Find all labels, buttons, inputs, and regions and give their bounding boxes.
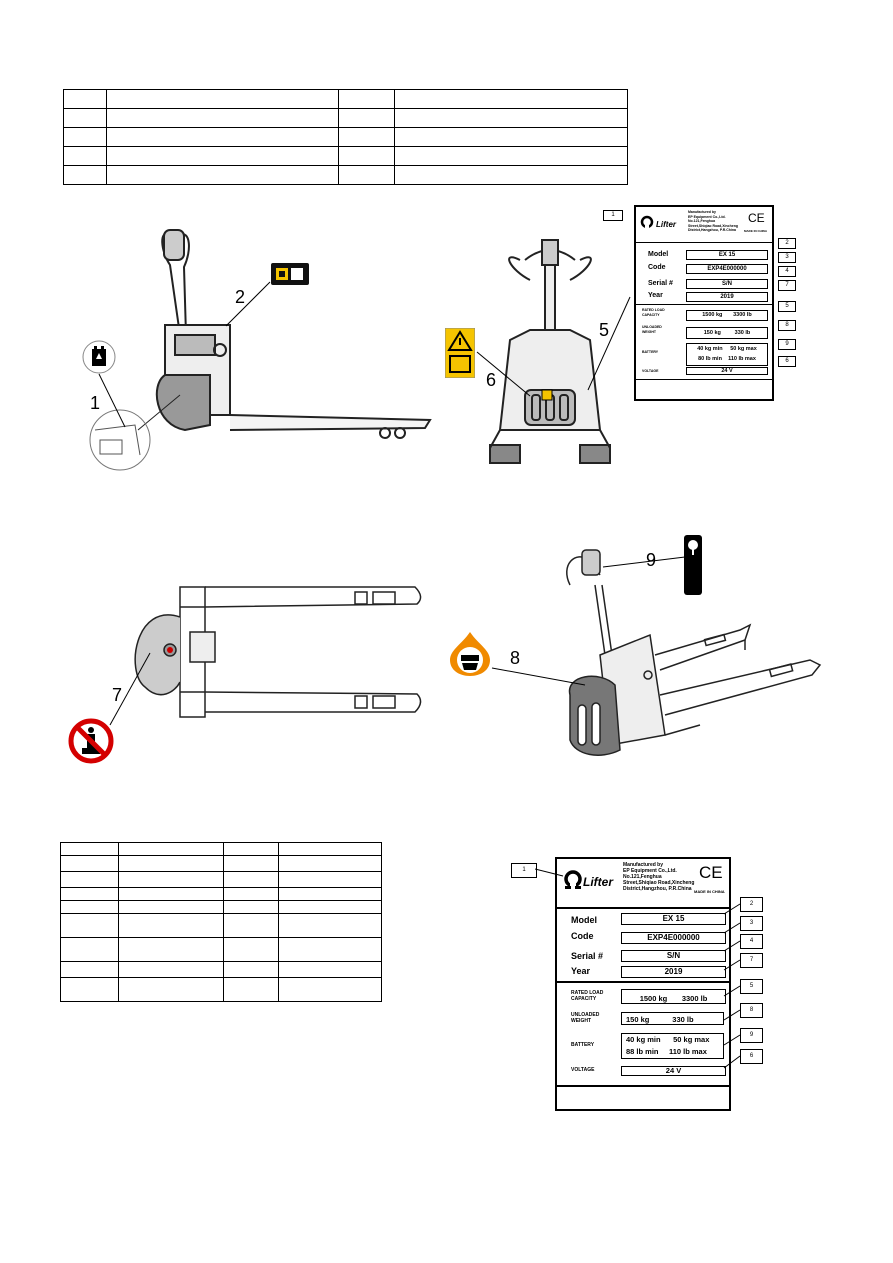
- pinch-hazard-icon: [450, 632, 490, 676]
- figure-number-8: 8: [510, 648, 521, 668]
- top-table: [63, 89, 628, 185]
- ce-mark: CE: [748, 211, 765, 225]
- code-label: Code: [648, 264, 666, 271]
- ce-mark-large: CE: [699, 863, 723, 882]
- year-value: 2019: [686, 292, 768, 302]
- large-callout-4: 4: [740, 934, 763, 949]
- figure-number-1: 1: [90, 393, 101, 413]
- model-value-large: EX 15: [621, 913, 726, 925]
- no-rider-icon: [68, 718, 114, 764]
- leader-5: [587, 296, 631, 391]
- large-leader-1: [535, 868, 564, 877]
- leader-7: [109, 652, 151, 726]
- brand-name: Lifter: [656, 220, 676, 229]
- battery-decal-icon: [82, 340, 116, 374]
- rated-box: 1500 kg 3300 lb: [686, 310, 768, 321]
- rated-box-large: 1500 kg 3300 lb: [621, 989, 726, 1004]
- year-label: Year: [648, 292, 663, 299]
- voltage-value-large: 24 V: [621, 1066, 726, 1076]
- made-in-large: MADE IN CHINA: [694, 889, 725, 894]
- made-in: MADE IN CHINA: [744, 229, 767, 233]
- serial-value: S/N: [686, 279, 768, 289]
- large-callout-7: 7: [740, 953, 763, 968]
- hang-tag-icon: [684, 535, 702, 595]
- large-callout-3: 3: [740, 916, 763, 931]
- leader-9: [602, 556, 686, 568]
- large-callout-2: 2: [740, 897, 763, 912]
- serial-label-large: Serial #: [571, 951, 604, 961]
- callout-2: 2: [778, 238, 796, 249]
- leader-6: [476, 351, 531, 397]
- callout-3: 3: [778, 252, 796, 263]
- leader-8: [491, 667, 586, 686]
- callout-5: 5: [778, 301, 796, 312]
- rear-view-illustration: [489, 239, 611, 464]
- lifter-logo-large-icon: [564, 870, 582, 889]
- callout-7: 7: [778, 280, 796, 291]
- manual-decal-icon: [271, 263, 309, 285]
- callout-9: 9: [778, 339, 796, 350]
- figure-number-2: 2: [235, 287, 246, 307]
- callout-4: 4: [778, 266, 796, 277]
- perspective-view-illustration: [566, 549, 822, 756]
- voltage-label-large: VOLTAGE: [571, 1067, 595, 1073]
- figure-number-7: 7: [112, 685, 123, 705]
- voltage-value: 24 V: [686, 367, 768, 375]
- leader-2: [225, 281, 271, 327]
- code-label-large: Code: [571, 931, 594, 941]
- large-callout-6: 6: [740, 1049, 763, 1064]
- top-view-illustration: [134, 586, 422, 718]
- large-callout-8: 8: [740, 1003, 763, 1018]
- leader-1: [98, 373, 126, 428]
- brand-name-large: Lifter: [583, 875, 613, 889]
- figure-number-9: 9: [646, 550, 657, 570]
- callout-1: 1: [603, 210, 623, 221]
- serial-value-large: S/N: [621, 950, 726, 962]
- serial-label: Serial #: [648, 280, 673, 287]
- model-value: EX 15: [686, 250, 768, 260]
- year-label-large: Year: [571, 966, 591, 976]
- code-value-large: EXP4E000000: [621, 932, 726, 944]
- unloaded-box: 150 kg 330 lb: [686, 327, 768, 339]
- figure-number-6: 6: [486, 370, 497, 390]
- battery-label-large: BATTERY: [571, 1042, 595, 1048]
- battery-label: BATTERY: [642, 350, 659, 354]
- callout-6: 6: [778, 356, 796, 367]
- large-callout-5: 5: [740, 979, 763, 994]
- model-label: Model: [648, 251, 669, 258]
- code-value: EXP4E000000: [686, 264, 768, 274]
- large-callout-leaders: [723, 903, 741, 1069]
- voltage-label: VOLTAGE: [642, 369, 659, 373]
- side-view-illustration: [89, 229, 432, 471]
- model-label-large: Model: [571, 915, 597, 925]
- year-value-large: 2019: [621, 966, 726, 978]
- lifter-logo-icon: [640, 215, 654, 229]
- figure-number-5: 5: [599, 320, 610, 340]
- callout-8: 8: [778, 320, 796, 331]
- unloaded-box-large: 150 kg 330 lb: [621, 1012, 724, 1025]
- large-callout-1: 1: [511, 863, 537, 878]
- large-callout-9: 9: [740, 1028, 763, 1043]
- warning-decal-icon: [445, 328, 475, 378]
- bottom-table: [60, 842, 382, 1002]
